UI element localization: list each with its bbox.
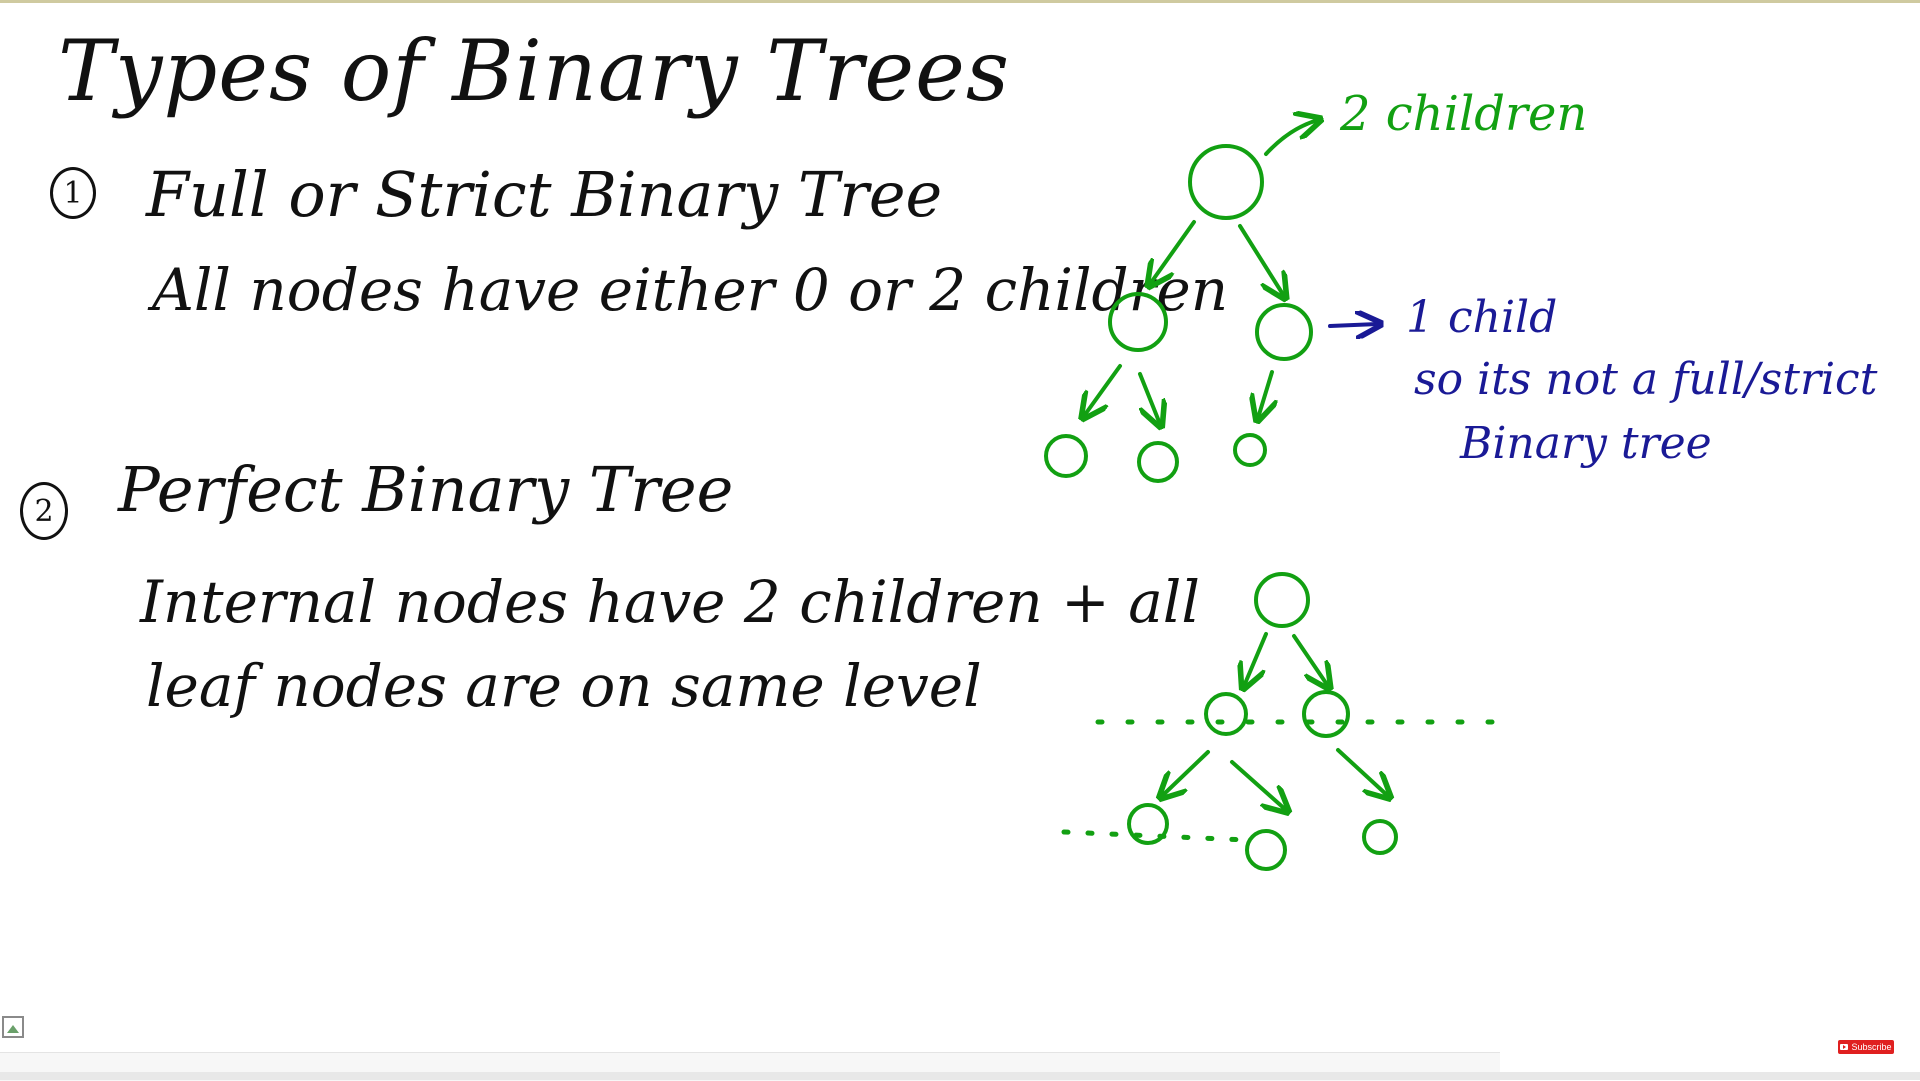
- tree2-leaf-node-3: [1362, 819, 1398, 855]
- one-child-annotation: 1 child: [1406, 292, 1558, 343]
- subscribe-label: Subscribe: [1851, 1042, 1892, 1052]
- section-2-heading: Perfect Binary Tree: [118, 453, 734, 526]
- tree2-edge-left-leaf2: [1230, 760, 1286, 810]
- tree1-left-node: [1108, 292, 1168, 352]
- section-2-description-line-2: leaf nodes are on same level: [146, 652, 982, 720]
- tree2-left-node: [1204, 692, 1248, 736]
- tree1-leaf-node-3: [1233, 433, 1267, 467]
- tree1-edge-left-leaf2: [1138, 372, 1160, 424]
- not-full-note-line-1: so its not a full/strict: [1414, 354, 1878, 405]
- section-1-description: All nodes have either 0 or 2 children: [152, 256, 1229, 324]
- tree2-edge-root-left: [1244, 632, 1268, 686]
- perfect-tree-example: [1061, 572, 1499, 871]
- tree2-edge-right-leaf3: [1336, 748, 1388, 796]
- image-icon[interactable]: [2, 1016, 24, 1038]
- section-2-number-badge: 2: [20, 482, 68, 540]
- page-title: Types of Binary Trees: [58, 22, 1010, 120]
- youtube-icon: [1840, 1044, 1849, 1050]
- tree1-root-node: [1188, 144, 1264, 220]
- tree2-right-node: [1302, 690, 1350, 738]
- tree1-edge-right-leaf3: [1258, 370, 1272, 418]
- section-2-number: 2: [34, 493, 54, 529]
- tree1-edge-left-leaf1: [1084, 364, 1122, 416]
- section-1-number-badge: 1: [50, 167, 96, 219]
- arrow-to-one-child-note: [1328, 324, 1378, 326]
- section-2-description-line-1: Internal nodes have 2 children + all: [140, 568, 1200, 636]
- full-tree-example: [1044, 120, 1318, 483]
- tree1-edge-root-left: [1150, 220, 1196, 284]
- arrow-to-two-children: [1264, 120, 1318, 156]
- tree1-leaf-node-2: [1137, 441, 1179, 483]
- tree1-edge-root-right: [1238, 224, 1284, 296]
- player-progress-strip[interactable]: [0, 1072, 1920, 1080]
- tree2-root-node: [1254, 572, 1310, 628]
- tree2-edge-root-right: [1292, 634, 1328, 686]
- tree1-leaf-node-1: [1044, 434, 1088, 478]
- top-border-line: [0, 0, 1920, 3]
- section-1-number: 1: [63, 175, 83, 211]
- subscribe-button[interactable]: Subscribe: [1838, 1040, 1894, 1054]
- two-children-annotation: 2 children: [1340, 86, 1588, 142]
- tree2-leaf-node-1: [1127, 803, 1169, 845]
- tree2-edge-left-leaf1: [1162, 750, 1210, 796]
- level-line-2: [1061, 829, 1249, 843]
- tree2-leaf-node-2: [1245, 829, 1287, 871]
- section-1-heading: Full or Strict Binary Tree: [146, 158, 943, 231]
- tree1-right-node: [1255, 303, 1313, 361]
- not-full-note-line-2: Binary tree: [1460, 418, 1712, 469]
